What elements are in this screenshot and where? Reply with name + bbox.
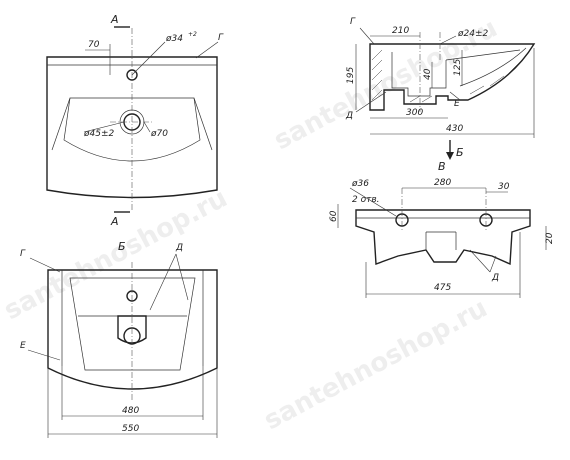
watermark-text-2: santehnoshop.ru [0,183,232,326]
hatch-10 [507,61,521,75]
hatch-5 [371,49,383,61]
side-callout-e-leader [449,91,461,101]
callout-g-text: Г [218,33,224,43]
dim-holes-leader [349,187,397,217]
bowl-slope-left [51,97,71,151]
dim-280-text: 280 [434,178,451,188]
rear-drain-neck [425,231,457,250]
dim-tap-text: ø34 [165,34,183,44]
dim-475-text: 475 [434,283,451,293]
bottom-view-label: Б [118,240,126,253]
bottom-callout-g-text: Г [20,249,26,259]
bottom-view: Б Г Д Е 480 550 [20,240,218,438]
rear-view-label: В [438,160,446,173]
hatch-8 [469,85,485,95]
dim-550-text: 550 [122,424,139,434]
drain-body [117,315,147,344]
bottom-callout-e-text: Е [20,341,26,351]
hatch-6 [409,95,421,103]
bottom-callout-e-leader [27,349,61,361]
dim-125-text: 125 [453,59,463,76]
dim-tap-leader [131,41,166,76]
rear-view: В 280 30 ø36 2 отв. 60 20 475 Д [329,160,555,298]
side-callout-g-leader [359,27,375,45]
dim-holes-text: ø36 [351,179,369,189]
basin-outline [46,56,218,199]
hatch-9 [489,75,505,87]
dim-70-text: 70 [88,40,100,50]
dim-20-text: 20 [545,232,555,244]
callout-g-leader [195,41,219,59]
rear-callout-d-text: Д [491,273,499,283]
rear-callout-d-leader-2 [489,255,497,273]
section-outline [369,43,536,111]
dim-drain-text: ø45±2 [83,129,114,139]
bottom-callout-g-leader [29,257,61,273]
dim-hole-text: ø24±2 [457,29,488,39]
bottom-callout-d-leader-2 [175,253,189,301]
dim-drain-outer-leader [143,121,151,133]
dim-60-text: 60 [329,210,339,222]
dim-hole-leader [439,35,457,45]
bottom-callout-d-leader-1 [149,253,177,311]
dim-holes-count-text: 2 отв. [352,195,380,205]
side-callout-g-text: Г [350,17,356,27]
side-callout-d-text: Д [345,111,353,121]
section-a-bottom-label: А [110,215,119,228]
side-section-view: 210 ø24±2 195 40 125 300 430 Г Д Е Б [345,17,536,160]
section-a-top-label: А [110,13,119,26]
section-bowl-surface [445,49,521,61]
hatch-4 [371,59,383,71]
dim-480-text: 480 [122,406,139,416]
side-callout-d-leader [355,91,387,113]
side-callout-e-text: Е [454,99,460,109]
dim-195-text: 195 [346,67,356,84]
dim-drain-outer-text: ø70 [150,129,168,139]
hatch-1 [371,89,383,101]
section-inner-wall [391,52,447,97]
hatch-3 [371,69,383,81]
top-view: А А 70 ø34 +2 Г ø45±2 ø70 [46,13,224,228]
bottom-underside [69,277,196,371]
dim-300-text: 300 [406,108,423,118]
dim-tap-tol-text: +2 [188,31,197,38]
hatch-7 [421,95,433,103]
dim-drain-leader [83,121,125,133]
bottom-callout-d-text: Д [175,243,183,253]
dim-210-text: 210 [392,26,409,36]
bowl-inner [63,97,201,162]
dim-40-text: 40 [423,68,433,80]
bottom-sidewalls [61,270,204,366]
watermark-text-3: santehnoshop.ru [259,293,492,436]
dim-30-text: 30 [498,182,510,192]
view-b-label: Б [456,146,464,159]
rear-outline [355,209,531,266]
rear-callout-d-leader-1 [469,249,491,273]
view-b-arrowhead [446,152,454,160]
hatch-2 [371,79,383,91]
bowl-slope-right [193,97,213,151]
dim-430-text: 430 [446,124,463,134]
section-bowl-lower [459,47,527,87]
